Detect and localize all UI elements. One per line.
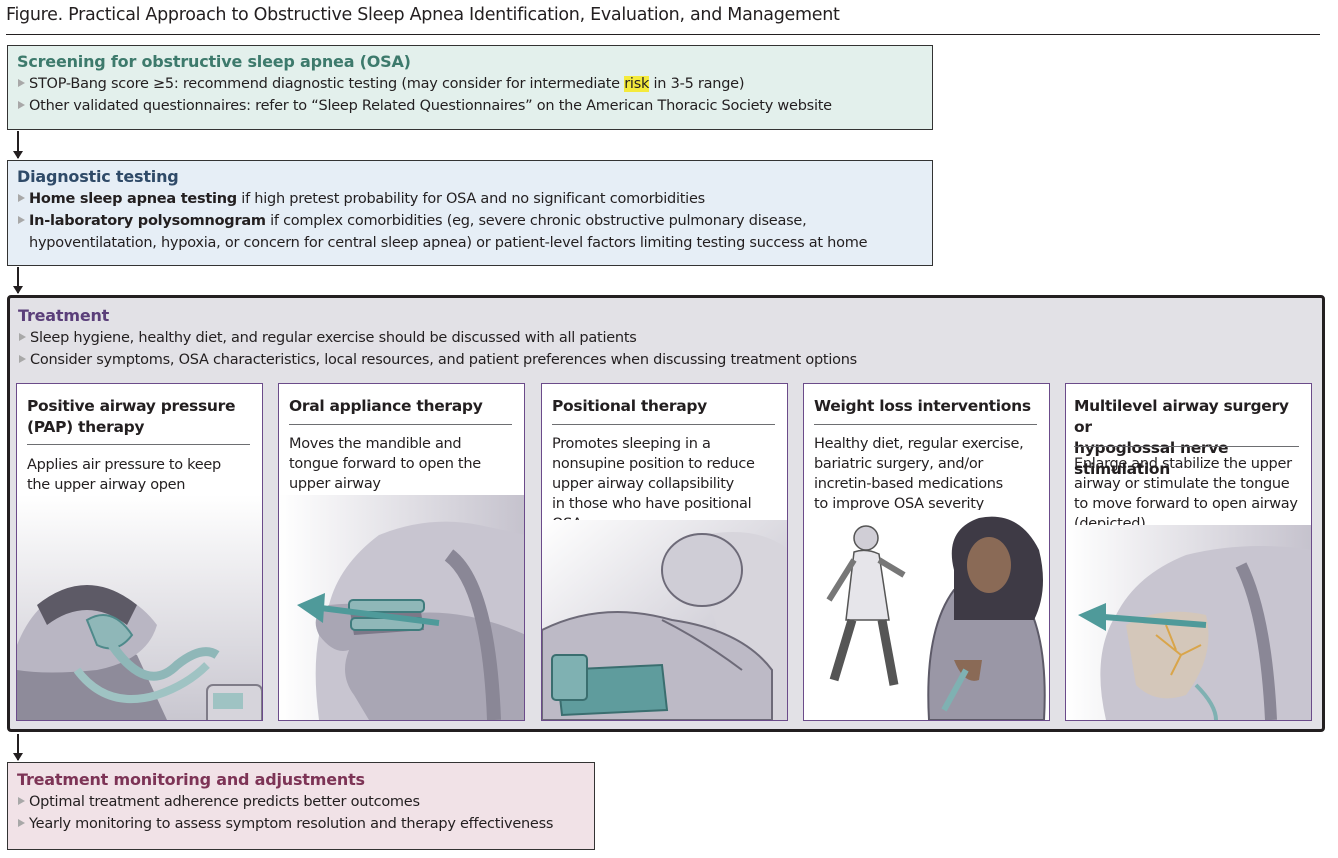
- diagnostic-item: Home sleep apnea testing if high pretest…: [17, 188, 932, 210]
- screening-item-text: in 3-5 range): [649, 76, 744, 92]
- treatment-title: Treatment: [18, 306, 1322, 325]
- diagnostic-title: Diagnostic testing: [17, 167, 932, 186]
- treatment-item-text: Sleep hygiene, healthy diet, and regular…: [30, 330, 637, 346]
- screening-title: Screening for obstructive sleep apnea (O…: [17, 52, 932, 71]
- panel-title-line: (PAP) therapy: [27, 417, 250, 438]
- desc-line: Moves the mandible and: [289, 434, 518, 454]
- screening-item: Other validated questionnaires: refer to…: [17, 95, 932, 117]
- panel-title-line: Weight loss interventions: [814, 396, 1037, 417]
- desc-line: bariatric surgery, and/or: [814, 454, 1043, 474]
- desc-line: airway or stimulate the tongue: [1074, 474, 1309, 494]
- desc-line: nonsupine position to reduce: [552, 454, 781, 474]
- figure-title: Figure. Practical Approach to Obstructiv…: [6, 5, 840, 25]
- desc-line: Promotes sleeping in a: [552, 434, 781, 454]
- flow-arrow: [17, 131, 19, 158]
- treatment-item: Consider symptoms, OSA characteristics, …: [18, 349, 1322, 371]
- monitoring-title: Treatment monitoring and adjustments: [17, 770, 594, 789]
- weight-loss-illustration: [804, 510, 1050, 720]
- screening-item: STOP-Bang score ≥5: recommend diagnostic…: [17, 73, 932, 95]
- panel-title-line: Positive airway pressure: [27, 396, 250, 417]
- positional-therapy-illustration: [542, 520, 788, 720]
- panel-weight-loss: Weight loss interventions Healthy diet, …: [803, 383, 1050, 721]
- desc-line: tongue forward to open the: [289, 454, 518, 474]
- pap-mask-illustration: [17, 495, 263, 720]
- panel-title-line: Oral appliance therapy: [289, 396, 512, 417]
- desc-line: incretin-based medications: [814, 474, 1043, 494]
- monitoring-item: Optimal treatment adherence predicts bet…: [17, 791, 594, 813]
- desc-line: Healthy diet, regular exercise,: [814, 434, 1043, 454]
- panel-title: Positive airway pressure(PAP) therapy: [27, 396, 250, 438]
- diagnostic-item-text: if complex comorbidities (eg, severe chr…: [266, 213, 807, 229]
- desc-line: the upper airway open: [27, 475, 256, 495]
- highlight-risk: risk: [624, 76, 649, 92]
- panel-divider: [814, 424, 1037, 425]
- diagnostic-box: Diagnostic testing Home sleep apnea test…: [7, 160, 933, 266]
- panel-title: Weight loss interventions: [814, 396, 1037, 417]
- monitoring-item-text: Optimal treatment adherence predicts bet…: [29, 794, 420, 810]
- panel-divider: [1074, 446, 1299, 447]
- monitoring-box: Treatment monitoring and adjustments Opt…: [7, 762, 595, 850]
- diagnostic-item-bold: Home sleep apnea testing: [29, 191, 237, 207]
- panel-divider: [289, 424, 512, 425]
- desc-line: Applies air pressure to keep: [27, 455, 256, 475]
- panel-oral-appliance: Oral appliance therapy Moves the mandibl…: [278, 383, 525, 721]
- monitoring-item: Yearly monitoring to assess symptom reso…: [17, 813, 594, 835]
- nerve-stimulation-illustration: [1066, 525, 1312, 720]
- panel-title-line: Positional therapy: [552, 396, 775, 417]
- diagnostic-item-continuation: hypoventilatation, hypoxia, or concern f…: [17, 232, 932, 254]
- panel-pap-therapy: Positive airway pressure(PAP) therapy Ap…: [16, 383, 263, 721]
- oral-appliance-illustration: [279, 495, 525, 720]
- treatment-item-text: Consider symptoms, OSA characteristics, …: [30, 352, 857, 368]
- diagnostic-item: In-laboratory polysomnogram if complex c…: [17, 210, 932, 232]
- panel-description: Healthy diet, regular exercise,bariatric…: [814, 434, 1043, 514]
- screening-item-text: STOP-Bang score ≥5: recommend diagnostic…: [29, 76, 624, 92]
- desc-line: to move forward to open airway: [1074, 494, 1309, 514]
- panel-title-line: Multilevel airway surgery or: [1074, 396, 1299, 438]
- panel-divider: [27, 444, 250, 445]
- panel-title: Oral appliance therapy: [289, 396, 512, 417]
- desc-line: Enlarge and stabilize the upper: [1074, 454, 1309, 474]
- flow-arrow: [17, 734, 19, 760]
- panel-title: Positional therapy: [552, 396, 775, 417]
- desc-line: upper airway: [289, 474, 518, 494]
- flow-arrow: [17, 267, 19, 293]
- desc-line: upper airway collapsibility: [552, 474, 781, 494]
- panel-divider: [552, 424, 775, 425]
- panel-positional-therapy: Positional therapy Promotes sleeping in …: [541, 383, 788, 721]
- diagnostic-item-text: if high pretest probability for OSA and …: [237, 191, 705, 207]
- desc-line: in those who have positional: [552, 494, 781, 514]
- screening-box: Screening for obstructive sleep apnea (O…: [7, 45, 933, 130]
- diagnostic-item-bold: In-laboratory polysomnogram: [29, 213, 266, 229]
- monitoring-item-text: Yearly monitoring to assess symptom reso…: [29, 816, 553, 832]
- treatment-item: Sleep hygiene, healthy diet, and regular…: [18, 327, 1322, 349]
- title-divider: [6, 34, 1320, 35]
- screening-item-text: Other validated questionnaires: refer to…: [29, 98, 832, 114]
